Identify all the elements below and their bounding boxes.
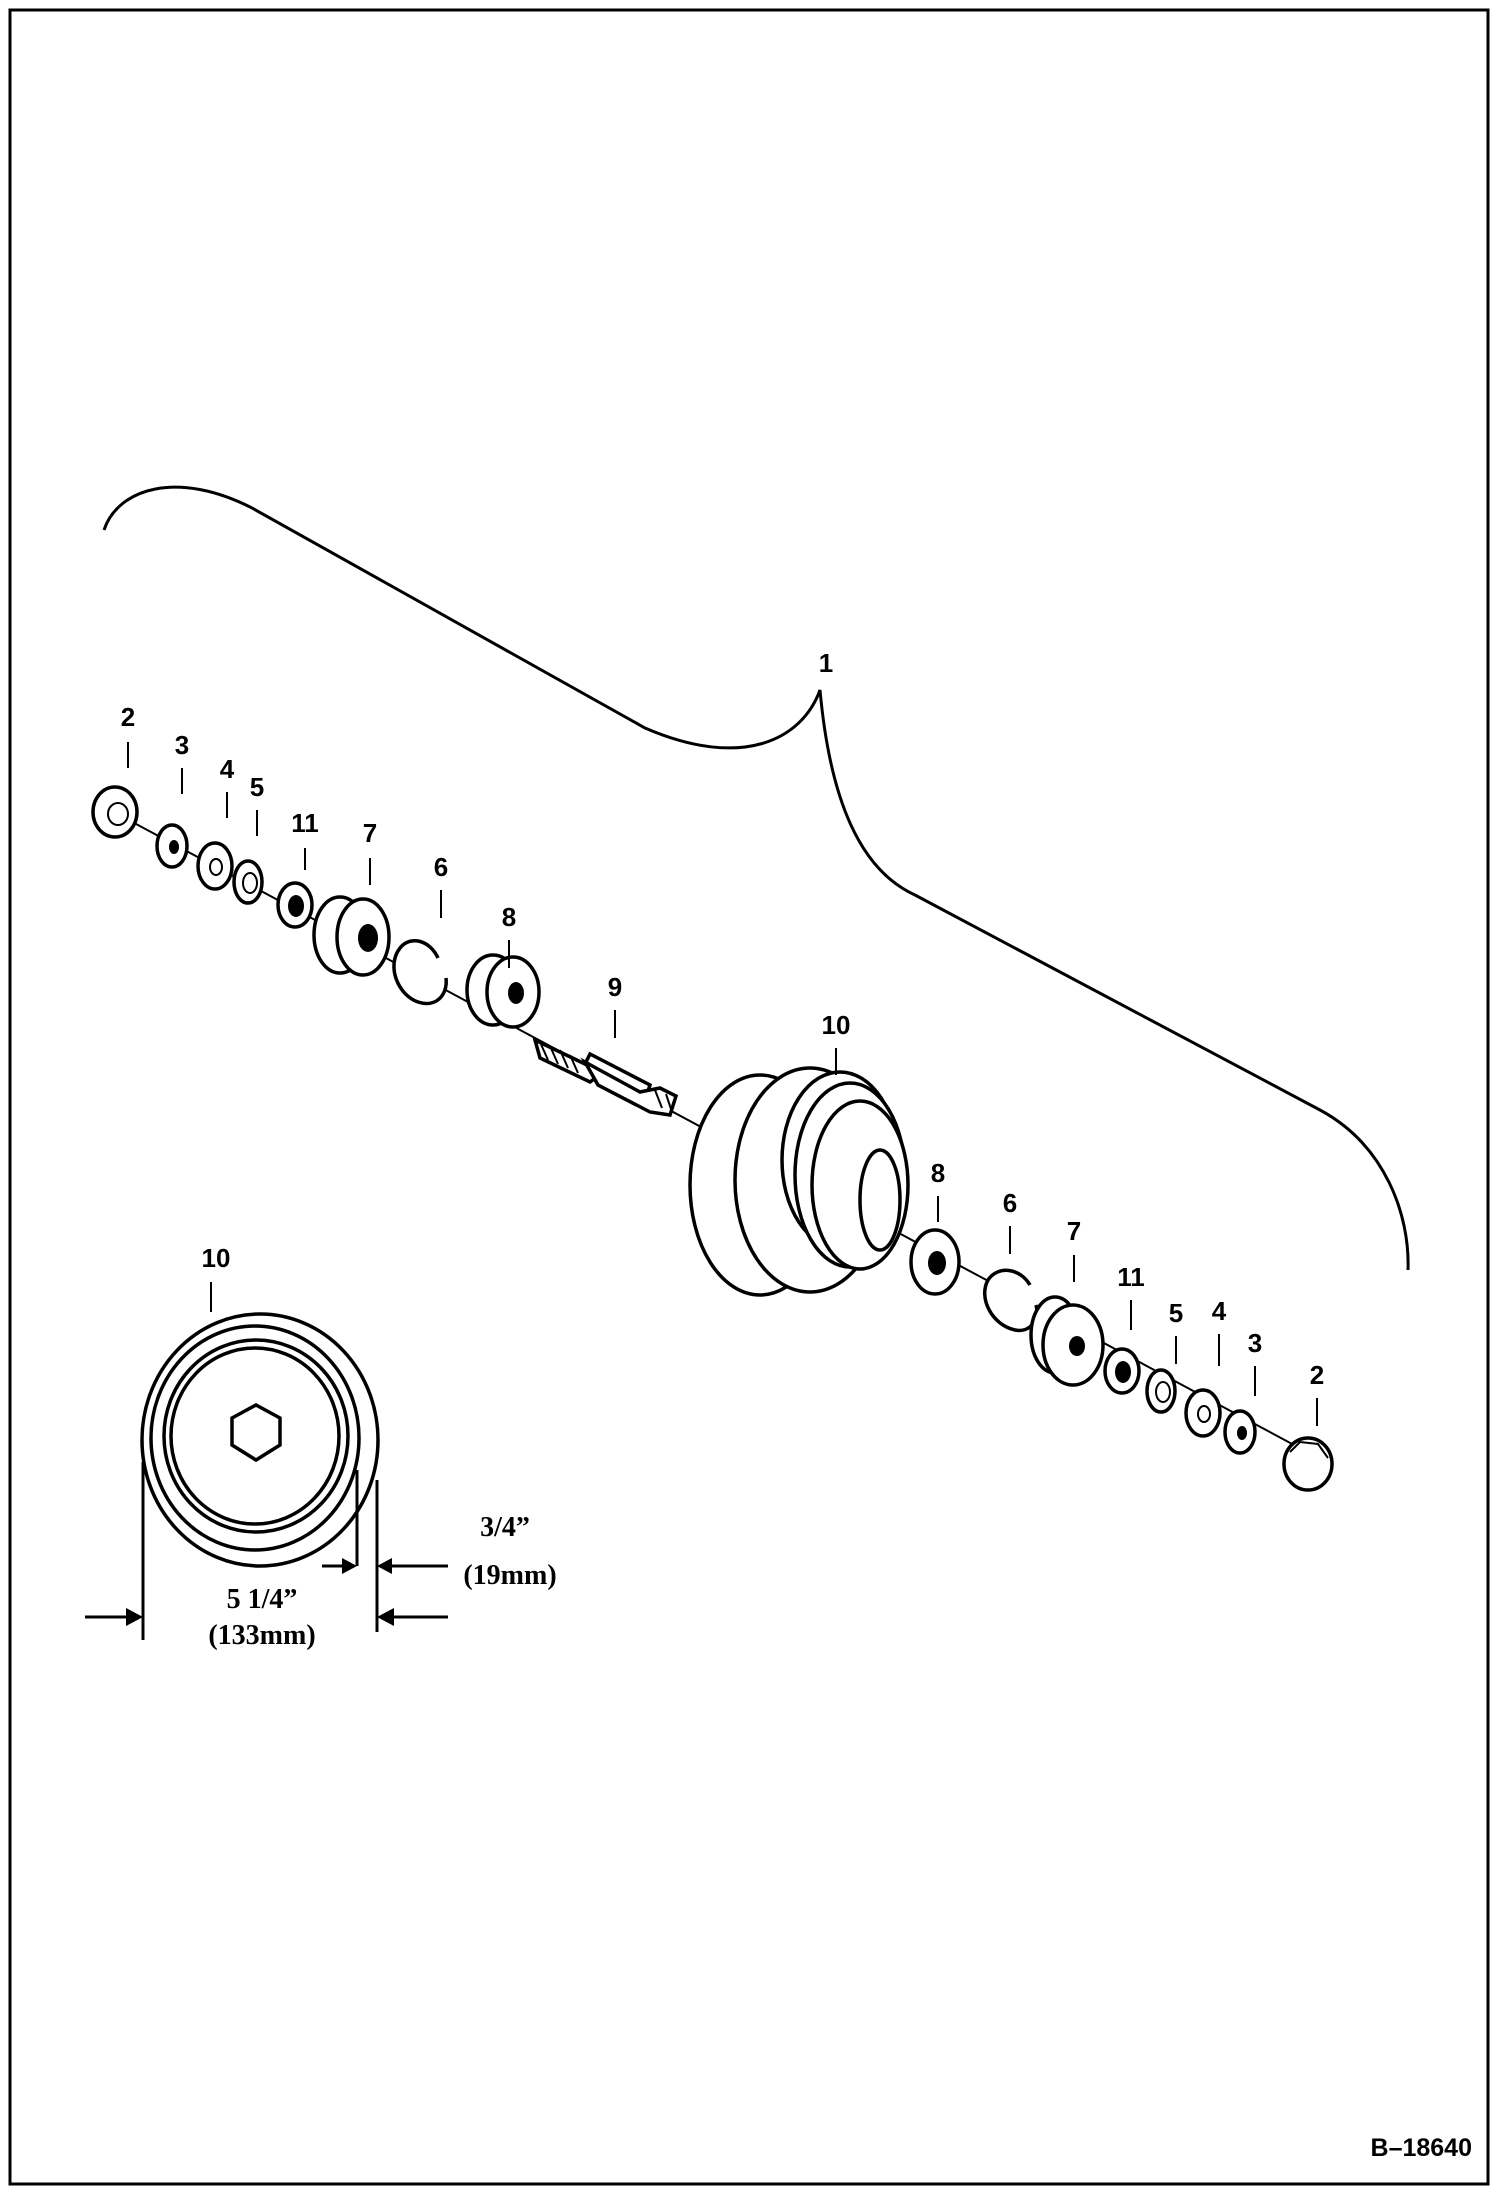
callout-10-detail: 10 — [202, 1243, 231, 1273]
bearing-8-left — [465, 953, 541, 1029]
callout-11-left: 11 — [291, 808, 319, 838]
callout-3-right: 3 — [1248, 1328, 1262, 1358]
callout-10-main: 10 — [822, 1010, 851, 1040]
dimension-lines — [85, 1462, 448, 1640]
page-border — [8, 8, 1490, 2186]
callout-5-left: 5 — [250, 772, 264, 802]
callout-7-left: 7 — [363, 818, 377, 848]
dimension-flange-width-metric: (19mm) — [463, 1560, 556, 1591]
collar-7-left — [312, 895, 391, 977]
callout-4-left: 4 — [220, 754, 235, 784]
callout-3-left: 3 — [175, 730, 189, 760]
snap-ring-6-left — [392, 938, 448, 1006]
washer-4-right — [1184, 1388, 1222, 1438]
bearing-8-right — [909, 1228, 961, 1296]
callout-2-right: 2 — [1310, 1360, 1324, 1390]
nut-right — [1282, 1436, 1334, 1492]
callout-8-right: 8 — [931, 1158, 945, 1188]
roller-end-view: 10 — [140, 1243, 380, 1568]
dimension-flange-width: 3/4” — [480, 1512, 530, 1543]
callout-6-left: 6 — [434, 852, 448, 882]
assembly-brace — [102, 485, 1410, 1271]
roller-10 — [688, 1066, 910, 1297]
callout-5-right: 5 — [1169, 1298, 1183, 1328]
collar-7-right — [1029, 1295, 1105, 1387]
callout-2-left: 2 — [121, 702, 135, 732]
nut-left — [91, 785, 139, 839]
callout-11-right: 11 — [1117, 1262, 1145, 1292]
callout-1: 1 — [819, 648, 833, 678]
washer-4-left — [196, 841, 234, 891]
callout-9: 9 — [608, 972, 622, 1002]
document-id: B–18640 — [1371, 2134, 1472, 2162]
washer-5-left — [232, 859, 264, 905]
callout-4-right: 4 — [1212, 1296, 1227, 1326]
washer-3-right — [1223, 1409, 1257, 1455]
snap-ring-6-right — [982, 1268, 1039, 1333]
washer-3-left — [155, 823, 189, 869]
callout-8-left: 8 — [502, 902, 516, 932]
callout-6-right: 6 — [1003, 1188, 1017, 1218]
dimension-roller-width-metric: (133mm) — [208, 1620, 315, 1651]
washer-5-right — [1145, 1368, 1177, 1414]
callout-7-right: 7 — [1067, 1216, 1081, 1246]
leader-lines — [127, 742, 1318, 1426]
seal-11-right — [1103, 1347, 1141, 1395]
shaft-9 — [532, 1036, 679, 1117]
seal-11-left — [276, 881, 314, 929]
dimension-roller-width: 5 1/4” — [227, 1584, 298, 1615]
